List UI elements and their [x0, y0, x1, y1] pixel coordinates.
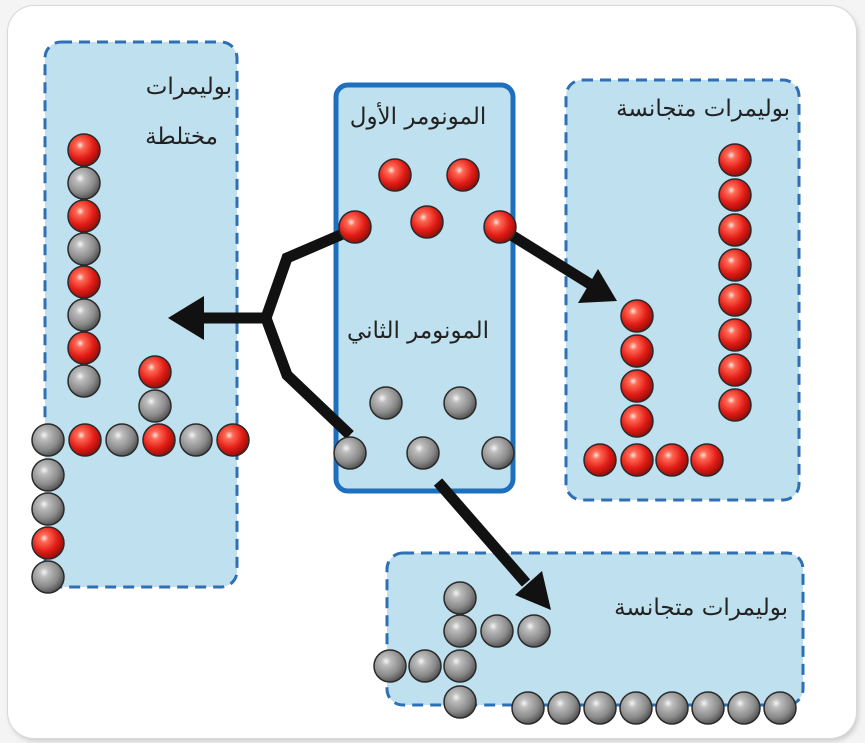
homopolymer-bottom-gray-monomer — [619, 691, 653, 725]
homopolymer-top-label: بوليمرات متجانسة — [616, 96, 790, 122]
homopolymer-top-red-monomer — [620, 404, 654, 438]
homopolymer-top-arrow-head — [578, 269, 617, 303]
mixed-branch-gray-monomer — [31, 560, 65, 594]
mixed-chain-red-monomer — [142, 423, 176, 457]
homopolymer-bottom-gray-monomer — [408, 649, 442, 683]
homopolymer-top-red-monomer — [620, 369, 654, 403]
mixed-branch-gray-monomer — [138, 389, 172, 423]
mixed-chain-gray-monomer — [31, 423, 65, 457]
homopolymer-bottom-gray-monomer — [547, 691, 581, 725]
homopolymer-top-red-monomer — [718, 178, 752, 212]
homopolymer-top-red-monomer — [620, 334, 654, 368]
mixed-chain-red-monomer — [67, 265, 101, 299]
mixed-chain-gray-monomer — [67, 298, 101, 332]
homopolymer-top-red-monomer — [690, 443, 724, 477]
mixed-polymer-label-line1: بوليمرات — [145, 74, 232, 100]
homopolymer-bottom-gray-monomer — [583, 691, 617, 725]
homopolymer-top-red-monomer — [718, 318, 752, 352]
homopolymer-bottom-gray-monomer — [443, 581, 477, 615]
homopolymer-top-red-monomer — [718, 388, 752, 422]
homopolymer-bottom-gray-monomer — [763, 691, 797, 725]
homopolymer-bottom-gray-monomer — [511, 691, 545, 725]
second-group-gray-monomer — [406, 436, 440, 470]
mixed-arrow-head — [168, 296, 204, 340]
mixed-branch-red-monomer — [138, 355, 172, 389]
arrows — [200, 223, 593, 587]
homopolymer-bottom-gray-monomer — [443, 685, 477, 719]
homopolymer-bottom-gray-monomer — [691, 691, 725, 725]
homopolymer-top-arrow-shaft — [497, 223, 593, 289]
first-monomer-label: المونومر الأول — [349, 104, 487, 130]
homopolymer-top-red-monomer — [620, 443, 654, 477]
homopolymer-top-red-monomer — [583, 443, 617, 477]
mixed-chain-red-monomer — [216, 423, 250, 457]
mixed-polymer-label-line2: مختلطة — [145, 124, 218, 150]
first-group-red-monomer — [410, 205, 444, 239]
homopolymer-bottom-arrow-head — [515, 571, 551, 610]
homopolymer-bottom-label: بوليمرات متجانسة — [614, 595, 788, 621]
homopolymer-bottom-gray-monomer — [517, 614, 551, 648]
mixed-chain-gray-monomer — [67, 166, 101, 200]
second-group-gray-monomer — [481, 436, 515, 470]
mixed-branch-gray-monomer — [31, 492, 65, 526]
homopolymer-top-red-monomer — [655, 443, 689, 477]
second-group-gray-monomer — [333, 436, 367, 470]
homopolymer-top-red-monomer — [718, 353, 752, 387]
mixed-chain-red-monomer — [67, 133, 101, 167]
mixed-chain-gray-monomer — [67, 232, 101, 266]
second-group-gray-monomer — [443, 386, 477, 420]
first-group-red-monomer — [446, 158, 480, 192]
second-group-gray-monomer — [369, 386, 403, 420]
mixed-branch-red-monomer — [31, 526, 65, 560]
first-group-red-monomer — [483, 210, 517, 244]
first-group-red-monomer — [338, 210, 372, 244]
first-group-red-monomer — [378, 158, 412, 192]
mixed-chain-red-monomer — [68, 423, 102, 457]
monomer-beads — [31, 133, 797, 725]
homopolymer-top-red-monomer — [620, 299, 654, 333]
homopolymer-top-red-monomer — [718, 248, 752, 282]
homopolymer-top-red-monomer — [718, 143, 752, 177]
homopolymer-bottom-gray-monomer — [480, 614, 514, 648]
homopolymer-bottom-gray-monomer — [727, 691, 761, 725]
homopolymer-bottom-gray-monomer — [443, 614, 477, 648]
homopolymer-bottom-gray-monomer — [443, 649, 477, 683]
mixed-chain-red-monomer — [67, 199, 101, 233]
monomers-panel — [333, 82, 516, 494]
homopolymer-top-red-monomer — [718, 283, 752, 317]
mixed-chain-gray-monomer — [179, 423, 213, 457]
homopolymer-bottom-gray-monomer — [655, 691, 689, 725]
homopolymer-top-red-monomer — [718, 213, 752, 247]
homopolymer-bottom-gray-monomer — [373, 649, 407, 683]
mixed-chain-red-monomer — [67, 331, 101, 365]
mixed-chain-gray-monomer — [67, 364, 101, 398]
homopolymer-bottom-arrow-shaft — [433, 478, 531, 587]
mixed-chain-gray-monomer — [105, 423, 139, 457]
mixed-branch-gray-monomer — [31, 458, 65, 492]
second-monomer-label: المونومر الثاني — [346, 318, 490, 344]
